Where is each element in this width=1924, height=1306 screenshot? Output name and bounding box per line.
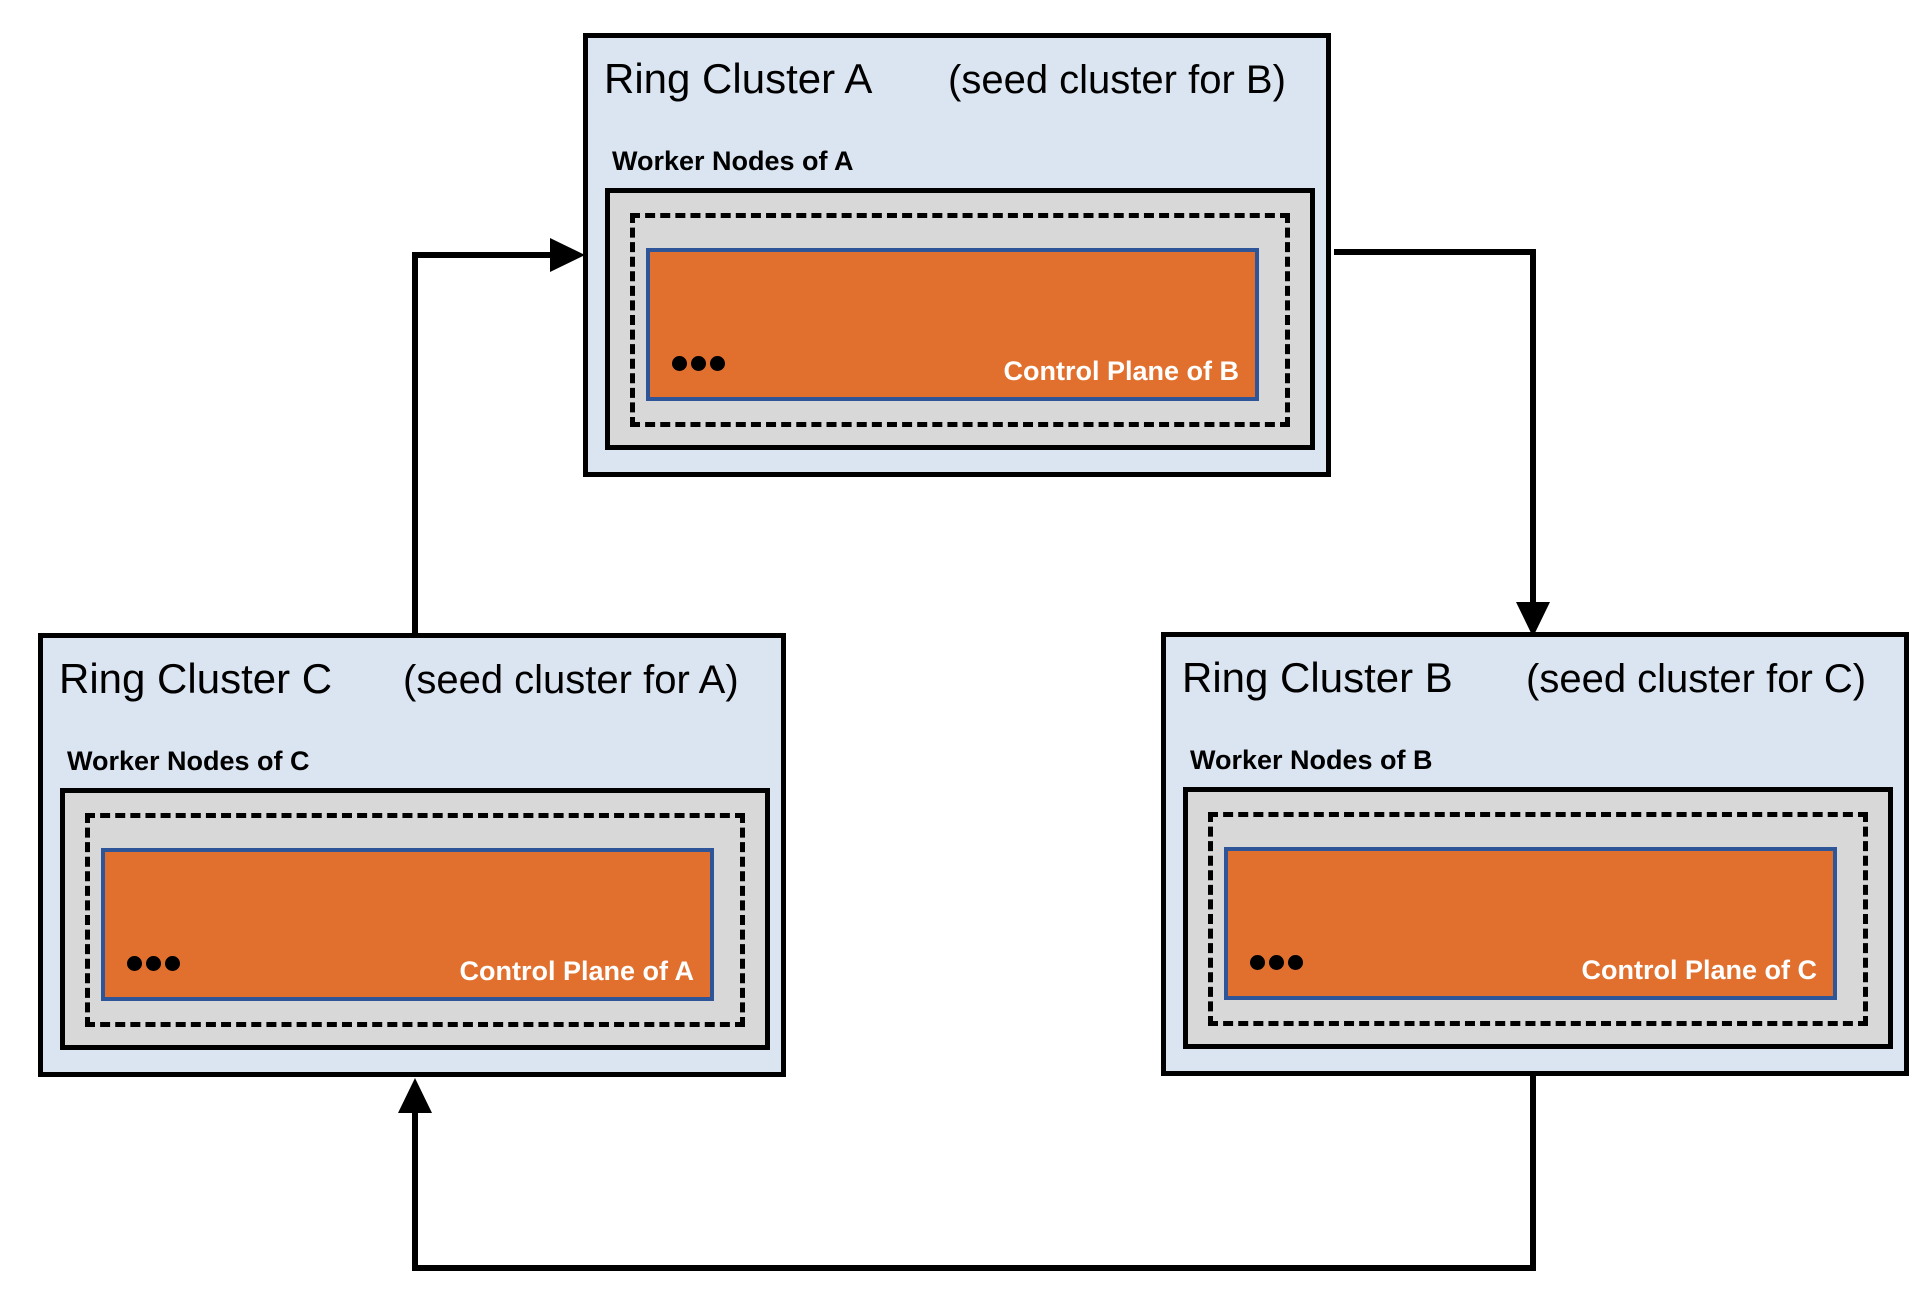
ellipsis-icon [1250,955,1303,970]
cluster-a-dashed-boundary [630,213,1290,427]
cluster-b-control-plane-label: Control Plane of C [1581,955,1818,985]
cluster-c-worker-nodes-box: Control Plane of A [60,788,770,1050]
cluster-b-worker-nodes-box: Control Plane of C [1183,787,1893,1049]
cluster-b-seed-note: (seed cluster for C) [1526,657,1867,701]
arrow-a-to-b [1334,249,1536,602]
ellipsis-icon [672,356,725,371]
cluster-a: Ring Cluster A (seed cluster for B) Work… [583,33,1331,477]
dot-icon [672,356,687,371]
cluster-c-dashed-boundary [85,813,745,1027]
cluster-a-control-plane-label: Control Plane of B [1003,356,1240,386]
arrowhead-into-b [1516,602,1550,637]
arrowhead-into-c [398,1078,432,1113]
cluster-b-dashed-boundary [1208,812,1868,1026]
cluster-b-worker-nodes-label: Worker Nodes of B [1190,745,1433,775]
cluster-c-seed-note: (seed cluster for A) [403,658,739,702]
dot-icon [691,356,706,371]
cluster-c-worker-nodes-label: Worker Nodes of C [67,746,310,776]
cluster-c-control-plane-box: Control Plane of A [101,848,714,1001]
cluster-a-seed-note: (seed cluster for B) [948,58,1286,102]
cluster-b: Ring Cluster B (seed cluster for C) Work… [1161,632,1909,1076]
arrow-b-to-c [412,1075,1536,1271]
cluster-a-control-plane-box: Control Plane of B [646,248,1259,401]
dot-icon [710,356,725,371]
dot-icon [1288,955,1303,970]
dot-icon [1269,955,1284,970]
cluster-c: Ring Cluster C (seed cluster for A) Work… [38,633,786,1077]
cluster-c-control-plane-label: Control Plane of A [459,956,695,986]
arrow-c-to-a [412,252,552,633]
ellipsis-icon [127,956,180,971]
cluster-a-worker-nodes-box: Control Plane of B [605,188,1315,450]
cluster-a-worker-nodes-label: Worker Nodes of A [612,146,854,176]
arrowhead-into-a [550,238,585,272]
cluster-b-title: Ring Cluster B [1182,654,1453,701]
cluster-c-title: Ring Cluster C [59,655,333,702]
dot-icon [127,956,142,971]
dot-icon [165,956,180,971]
cluster-b-control-plane-box: Control Plane of C [1224,847,1837,1000]
dot-icon [1250,955,1265,970]
cluster-a-title: Ring Cluster A [604,55,873,102]
dot-icon [146,956,161,971]
